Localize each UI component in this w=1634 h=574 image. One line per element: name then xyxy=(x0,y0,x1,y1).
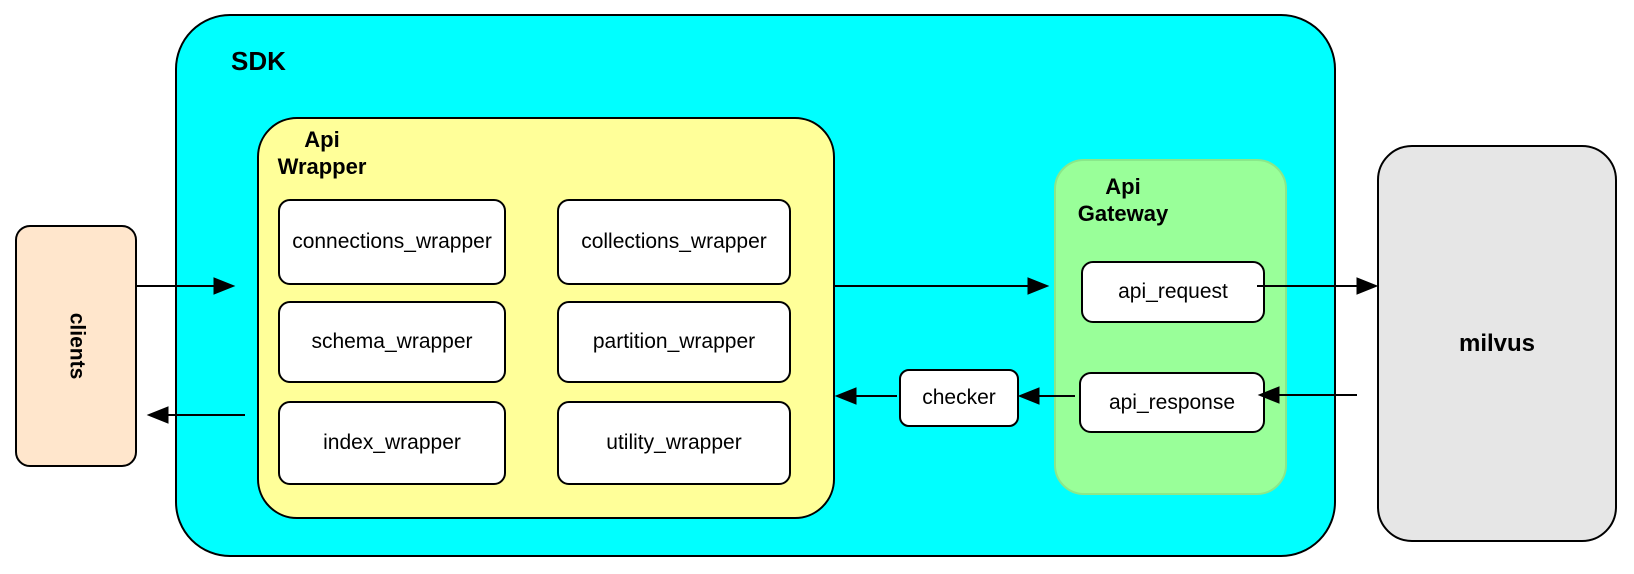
node-schema-wrapper: schema_wrapper xyxy=(278,301,506,383)
clients-label: clients xyxy=(65,312,88,380)
node-index-wrapper: index_wrapper xyxy=(278,401,506,485)
api-gateway-label: Api Gateway xyxy=(1077,174,1169,226)
node-connections-wrapper: connections_wrapper xyxy=(278,199,506,285)
node-api-request: api_request xyxy=(1081,261,1265,323)
sdk-label: SDK xyxy=(231,46,286,76)
node-sdk: SDK Api Wrapper connections_wrapper coll… xyxy=(175,14,1336,557)
milvus-label: milvus xyxy=(1458,329,1536,357)
node-utility-wrapper: utility_wrapper xyxy=(557,401,791,485)
api-wrapper-label: Api Wrapper xyxy=(277,127,367,179)
node-api-wrapper: Api Wrapper connections_wrapper collecti… xyxy=(257,117,835,519)
node-checker: checker xyxy=(899,369,1019,427)
node-partition-wrapper: partition_wrapper xyxy=(557,301,791,383)
node-api-response: api_response xyxy=(1079,372,1265,433)
node-clients: clients xyxy=(15,225,137,467)
node-collections-wrapper: collections_wrapper xyxy=(557,199,791,285)
node-milvus: milvus xyxy=(1377,145,1617,542)
node-api-gateway: Api Gateway api_request api_response xyxy=(1054,159,1287,495)
